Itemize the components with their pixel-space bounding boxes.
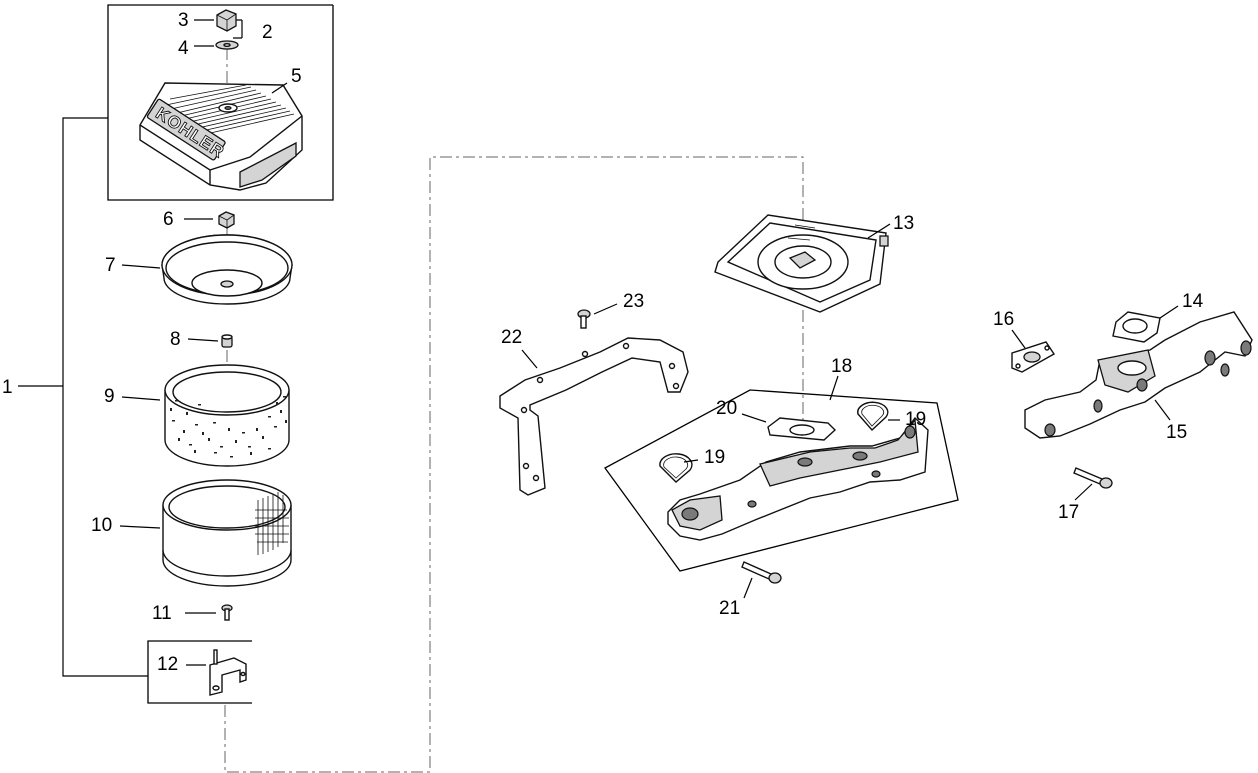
callout-6: 6 (163, 209, 174, 230)
washer-part (215, 40, 239, 50)
support-bracket-part (499, 337, 689, 496)
small-gasket-part (1011, 341, 1056, 373)
callout-19-right: 19 (905, 409, 926, 430)
wing-nut-part (216, 9, 237, 32)
callout-13: 13 (893, 213, 914, 234)
callout-5: 5 (291, 66, 302, 87)
callout-14: 14 (1182, 291, 1204, 312)
callout-labels: 1 2 3 4 5 6 7 8 9 10 11 12 13 14 15 16 1… (2, 10, 1204, 675)
base-plate-part (161, 234, 293, 305)
callout-4: 4 (178, 38, 189, 59)
bracket-screw-part (577, 309, 591, 329)
callout-2: 2 (262, 22, 273, 43)
callout-21: 21 (719, 598, 740, 619)
air-cleaner-cover-part: KOHLER (139, 82, 303, 191)
callout-16: 16 (993, 309, 1014, 330)
callout-7: 7 (105, 255, 116, 276)
bracket-small-part (209, 649, 247, 696)
filter-element-part (162, 479, 292, 587)
callout-20: 20 (716, 398, 737, 419)
long-bolt-part (1073, 467, 1113, 489)
pre-cleaner-part (164, 364, 290, 467)
base-gasket-part (767, 417, 837, 441)
spacer-part (221, 334, 233, 348)
callout-15: 15 (1166, 422, 1187, 443)
callout-8: 8 (170, 329, 181, 350)
callout-12: 12 (157, 654, 178, 675)
small-nut-part (218, 211, 235, 229)
intake-manifold-part (1024, 311, 1253, 439)
o-ring-right-part (857, 401, 889, 432)
callout-18: 18 (831, 356, 852, 377)
leader-lines (18, 19, 1179, 666)
callout-19-left: 19 (704, 447, 725, 468)
callout-17: 17 (1058, 502, 1079, 523)
o-ring-left-part (659, 453, 693, 483)
callout-1: 1 (2, 377, 13, 398)
callout-23: 23 (623, 291, 644, 312)
manifold-bolt-part (741, 561, 782, 584)
callout-9: 9 (104, 386, 115, 407)
callout-3: 3 (178, 10, 189, 31)
manifold-part (667, 416, 929, 541)
air-cleaner-base-part (714, 214, 889, 313)
callout-10: 10 (91, 515, 112, 536)
callout-11: 11 (152, 603, 172, 624)
screw-part (221, 604, 233, 621)
gasket-part (1112, 311, 1161, 343)
callout-22: 22 (501, 327, 522, 348)
